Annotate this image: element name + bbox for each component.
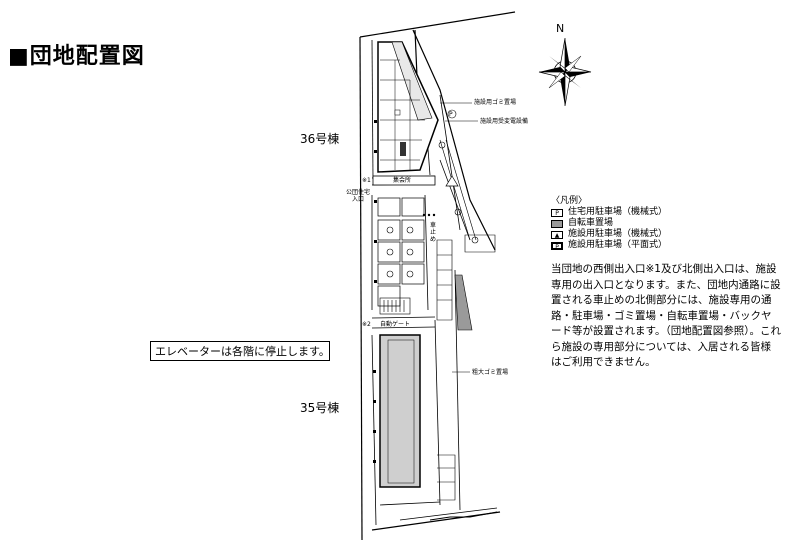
label-assembly-room: 集会所 bbox=[393, 177, 412, 184]
legend-title: 〈凡例〉 bbox=[551, 196, 588, 206]
legend-item-facility-flat-parking: P 施設用駐車場（平面式） bbox=[551, 240, 667, 251]
compass-rose bbox=[538, 37, 592, 107]
parking-p-icon: P bbox=[551, 208, 563, 217]
compass-north-label: N bbox=[556, 22, 565, 35]
building-35 bbox=[379, 334, 421, 488]
page-title: ■団地配置図 bbox=[8, 44, 145, 69]
triangle-icon: ▲ bbox=[551, 230, 563, 239]
label-note1: ※1 bbox=[362, 177, 371, 184]
label-parking-p: P bbox=[449, 111, 453, 118]
site-boundary-east-road bbox=[412, 29, 496, 251]
label-garbage-facility: 施設用ゴミ置場 bbox=[474, 99, 517, 106]
elevator-note: エレベーターは各階に停止します。 bbox=[150, 341, 330, 361]
label-note2: ※2 bbox=[362, 321, 371, 328]
legend: 〈凡例〉 P 住宅用駐車場（機械式） 自転車置場 ▲ 施設用駐車場（機械式） P… bbox=[551, 196, 667, 251]
legend-label: 施設用駐車場（平面式） bbox=[568, 240, 668, 250]
legend-item-residential-parking: P 住宅用駐車場（機械式） bbox=[551, 207, 667, 218]
label-large-garbage: 粗大ゴミ置場 bbox=[472, 369, 509, 376]
facility-usage-note: 当団地の西側出入口※1及び北側出入口は、施設専用の出入口となります。また、団地内… bbox=[551, 263, 781, 368]
label-auto-gate: 自動ゲート bbox=[380, 321, 411, 328]
parking-square-icon: P bbox=[551, 241, 563, 251]
legend-item-bike-parking: 自転車置場 bbox=[551, 218, 667, 229]
bike-parking-icon bbox=[551, 219, 563, 228]
label-substation: 施設用受変電設備 bbox=[480, 118, 529, 125]
assembly-room bbox=[372, 175, 436, 186]
legend-label: 施設用駐車場（機械式） bbox=[568, 229, 668, 239]
bike-parking bbox=[454, 274, 473, 331]
legend-label: 自転車置場 bbox=[568, 218, 614, 228]
residential-parking-group bbox=[377, 197, 425, 307]
label-car-stop: 車止め bbox=[430, 222, 437, 243]
site-boundary-west bbox=[359, 36, 363, 541]
legend-item-facility-mechanical-parking: ▲ 施設用駐車場（機械式） bbox=[551, 229, 667, 240]
building-35-label: 35号棟 bbox=[300, 401, 340, 415]
site-boundary-north bbox=[359, 11, 516, 38]
legend-label: 住宅用駐車場（機械式） bbox=[568, 207, 668, 217]
label-public-entrance: 公団住宅入口 bbox=[345, 189, 370, 203]
building-36-label: 36号棟 bbox=[300, 132, 340, 146]
